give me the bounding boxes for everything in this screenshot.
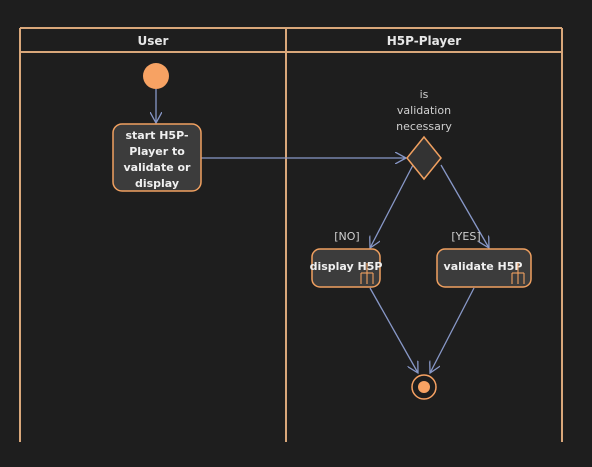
flow-decision-to-display (370, 164, 414, 248)
lane-title-user: User (138, 34, 169, 48)
decision-label-line-1: is (420, 88, 429, 101)
flow-display-to-end (369, 287, 418, 373)
flow-validate-to-end (430, 287, 475, 373)
activity-start-player-line-4: display (135, 177, 179, 190)
activity-display-h5p-box (311, 248, 381, 288)
activity-validate-h5p[interactable]: validate H5P (436, 248, 532, 288)
decision-diamond (406, 135, 442, 181)
guard-no: [NO] (334, 230, 359, 243)
activity-display-h5p-label: display H5P (310, 260, 383, 273)
decision-label-line-3: necessary (396, 120, 452, 133)
activity-start-player-line-2: Player to (129, 145, 185, 158)
activity-display-h5p[interactable]: display H5P (310, 248, 383, 288)
decision-validation[interactable]: is validation necessary (396, 88, 452, 181)
flow-decision-to-validate (440, 164, 489, 248)
rake-icon (360, 263, 374, 284)
activity-start-player-line-3: validate or (124, 161, 192, 174)
final-node (411, 374, 437, 400)
lane-title-h5p-player: H5P-Player (387, 34, 462, 48)
activity-start-player-box (112, 123, 202, 192)
control-flows (156, 89, 489, 373)
rake-icon (511, 263, 525, 284)
initial-node (143, 63, 169, 89)
final-node-dot (418, 381, 430, 393)
activity-start-player-line-1: start H5P- (125, 129, 188, 142)
swimlane-frame (19, 27, 563, 442)
activity-start-player[interactable]: start H5P- Player to validate or display (112, 123, 202, 192)
guard-yes: [YES] (451, 230, 480, 243)
activity-validate-h5p-label: validate H5P (444, 260, 523, 273)
decision-label-line-2: validation (397, 104, 451, 117)
activity-validate-h5p-box (436, 248, 532, 288)
